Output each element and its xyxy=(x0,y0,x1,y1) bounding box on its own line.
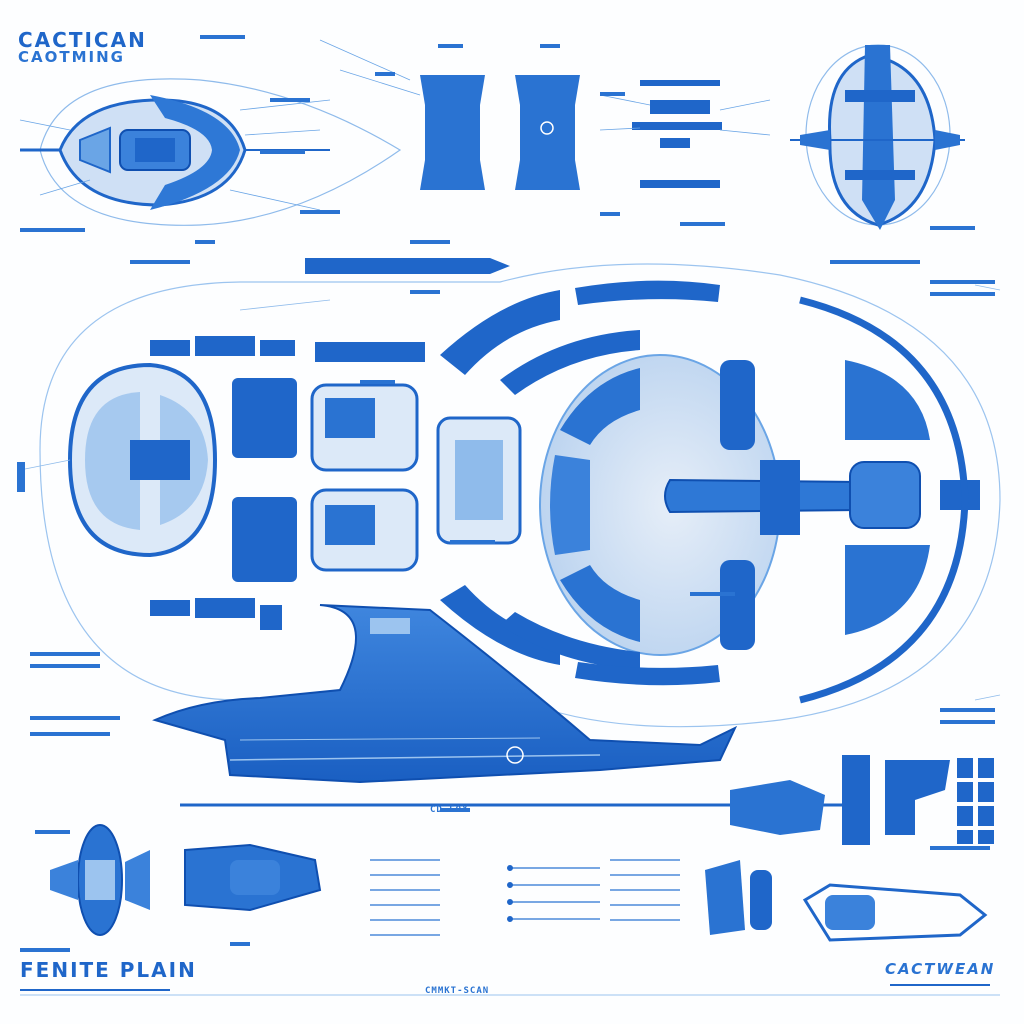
scale-label: CD FOX xyxy=(430,805,469,815)
bottom-row xyxy=(20,824,1000,996)
bottom-left-title: FENITE PLAIN xyxy=(20,958,197,982)
right-parts xyxy=(730,755,994,845)
top-left-title-1: CACTICAN xyxy=(18,28,147,52)
top-left-title-2: CAOTMING xyxy=(18,48,125,66)
main-ship-plan xyxy=(19,258,1001,728)
top-left-view xyxy=(19,78,402,226)
bottom-center-mark: CMMKT-SCAN xyxy=(425,986,490,996)
bottom-right-mark: CACTWEAN xyxy=(885,960,996,978)
top-right-view xyxy=(790,44,965,230)
annotation-ticks xyxy=(17,35,995,952)
top-middle-panels xyxy=(319,39,771,190)
